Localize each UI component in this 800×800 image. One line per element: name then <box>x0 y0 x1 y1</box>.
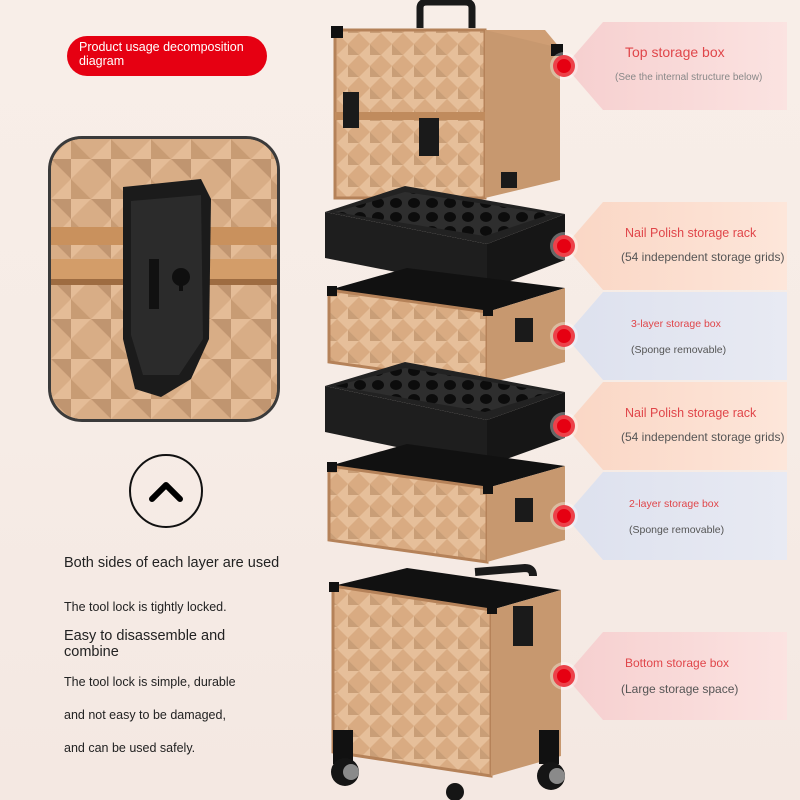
callout-bottom-storage-box: Bottom storage box (Large storage space) <box>565 632 787 720</box>
callout-nail-polish-rack-upper: Nail Polish storage rack (54 independent… <box>565 202 787 290</box>
callout-subtitle: (54 independent storage grids) <box>621 430 785 444</box>
callout-nail-polish-rack-lower: Nail Polish storage rack (54 independent… <box>565 382 787 470</box>
callout-title: Nail Polish storage rack <box>625 406 757 420</box>
callout-subtitle: (Sponge removable) <box>629 524 725 536</box>
callout-subtitle: (See the internal structure below) <box>615 72 763 83</box>
red-dot-icon <box>553 415 575 437</box>
feature-both-sides: Both sides of each layer are used <box>64 555 280 571</box>
feature-not-damaged: and not easy to be damaged, <box>64 708 226 722</box>
usage-decomposition-badge: Product usage decomposition diagram <box>67 36 267 76</box>
case-exploded-view <box>325 0 565 800</box>
feature-durable: The tool lock is simple, durable <box>64 675 236 689</box>
scroll-up-button[interactable] <box>129 454 203 528</box>
callout-title: Top storage box <box>625 44 725 60</box>
callout-top-storage-box: Top storage box (See the internal struct… <box>565 22 787 110</box>
red-dot-icon <box>553 325 575 347</box>
callout-subtitle: (Large storage space) <box>621 682 739 696</box>
callout-title: 2-layer storage box <box>629 498 719 510</box>
callout-subtitle: (54 independent storage grids) <box>621 250 785 264</box>
red-dot-icon <box>553 235 575 257</box>
lock-closeup-svg <box>51 139 277 419</box>
lock-detail-image <box>48 136 280 422</box>
callout-subtitle: (Sponge removable) <box>631 344 727 356</box>
callout-title: 3-layer storage box <box>631 318 721 330</box>
badge-text: Product usage decomposition diagram <box>79 40 244 68</box>
feature-tight-lock: The tool lock is tightly locked. <box>64 600 227 614</box>
top-box <box>331 26 563 200</box>
red-dot-icon <box>553 665 575 687</box>
red-dot-icon <box>553 55 575 77</box>
feature-safe: and can be used safely. <box>64 741 196 755</box>
callout-3-layer-box: 3-layer storage box (Sponge removable) <box>565 292 787 380</box>
red-dot-icon <box>553 505 575 527</box>
nail-polish-rack-lower <box>325 362 565 466</box>
bottom-box <box>329 568 561 778</box>
callout-title: Bottom storage box <box>625 656 730 670</box>
wheels <box>331 730 565 800</box>
callout-title: Nail Polish storage rack <box>625 226 757 240</box>
layer-2-box <box>327 444 565 564</box>
callout-2-layer-box: 2-layer storage box (Sponge removable) <box>565 472 787 560</box>
chevron-up-icon <box>149 482 183 502</box>
handle <box>416 0 476 28</box>
feature-disassemble: Easy to disassemble and combine <box>64 628 226 660</box>
layer-3-box <box>327 268 565 386</box>
nail-polish-rack-upper <box>325 186 565 290</box>
